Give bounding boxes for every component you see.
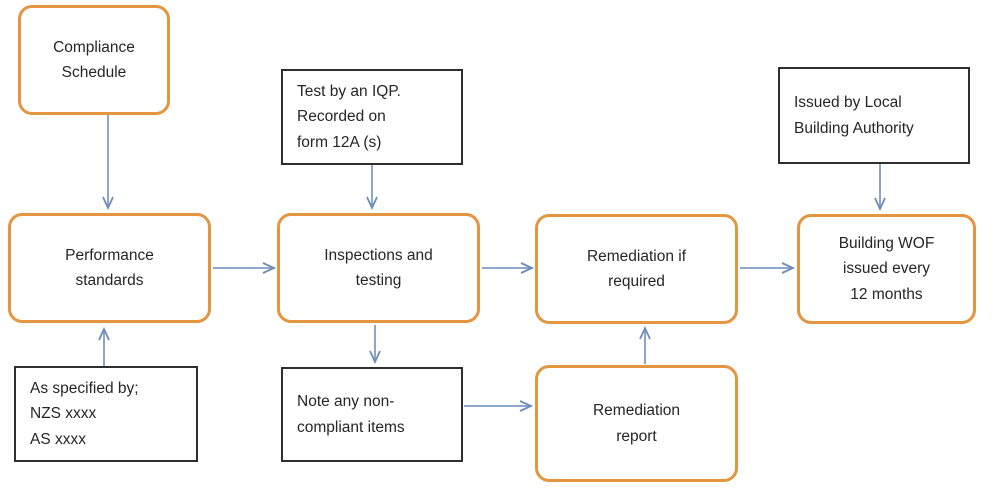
node-building-wof: Building WOF issued every 12 months [797,214,976,324]
node-label-line: Test by an IQP. [297,83,401,101]
node-label-line: Remediation [592,402,681,420]
arrowhead-icon [520,262,535,274]
connector-performance-standards-to-inspections [213,262,277,274]
arrowhead-icon [639,325,651,340]
connector-compliance-schedule-to-performance-standards [102,115,114,211]
node-inspections-and-testing: Inspections and testing [277,213,480,323]
node-label-line: Issued by Local [794,94,902,112]
node-label-line: NZS xxxx [30,405,97,423]
connector-inspections-to-note-non-compliant [369,325,381,365]
node-label-line: report [616,427,657,445]
node-label-line: AS xxxx [30,430,86,448]
node-note-non-compliant-items: Note any non-compliant items [281,367,463,462]
connector-inspections-to-remediation-if-required [482,262,535,274]
node-label-line: Schedule [61,64,127,81]
arrowhead-icon [262,262,277,274]
node-label-line: Inspections and [324,246,433,264]
node-label-line: issued every [842,260,930,278]
arrowhead-icon [781,262,796,274]
connector-remediation-report-to-remediation-if-required [639,325,651,364]
node-remediation-if-required: Remediation if required [535,214,738,324]
node-label-line: As specified by; [30,380,139,398]
arrowhead-icon [519,400,534,412]
node-label-line: Performance [65,246,154,264]
node-performance-standards: Performance standards [8,213,211,323]
arrowhead-icon [366,196,378,211]
arrowhead-icon [98,326,110,341]
connector-note-non-compliant-to-remediation-report [464,400,534,412]
node-label-line: required [608,273,665,290]
node-label-line: Building WOF [838,235,935,253]
connector-issued-by-authority-to-building-wof [874,164,886,212]
node-label-line: Recorded on [297,108,386,126]
arrowhead-icon [874,197,886,212]
node-label-line: Note any non- [297,393,395,411]
node-label-line: standards [75,272,144,289]
connector-test-by-iqp-to-inspections [366,165,378,211]
node-test-by-iqp: Test by an IQP. Recorded on form 12A (s) [281,69,463,165]
node-remediation-report: Remediation report [535,365,738,482]
node-label-line: compliant items [297,418,405,436]
node-label-line: Compliance [53,38,135,56]
arrowhead-icon [102,196,114,211]
arrowhead-icon [369,350,381,365]
node-label-line: 12 months [850,285,923,303]
node-label-line: Remediation if [586,247,687,265]
connector-remediation-if-required-to-building-wof [740,262,796,274]
node-label-line: testing [355,272,402,289]
connector-as-specified-by-to-performance-standards [98,326,110,366]
node-label-line: Building Authority [794,119,914,137]
node-as-specified-by: As specified by; NZS xxxx AS xxxx [14,366,198,462]
node-label-line: form 12A (s) [297,133,382,151]
